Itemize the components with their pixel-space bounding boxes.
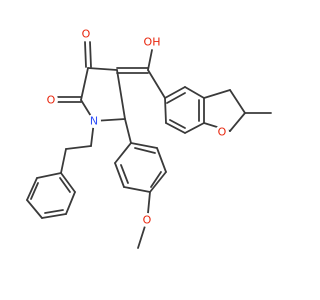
bond [114,142,132,164]
bond [156,147,167,173]
lactam-oxygen-label: O [47,94,56,107]
bond [41,213,67,219]
methoxy-oxygen: O [140,213,154,227]
ring-nitrogen: N [87,114,101,128]
bond [60,148,67,174]
hydroxyl-group: OH [142,36,162,49]
bond [147,191,151,214]
furan-oxygen-label: O [218,126,227,139]
bond [84,41,87,68]
molecule-diagram: O O N OH O O [26,27,272,249]
bond [149,171,167,193]
ketone-oxygen-label: O [82,28,91,41]
bond [165,122,186,134]
bond [124,118,132,144]
bond [59,177,71,193]
ring-nitrogen-label: N [90,115,98,128]
bond [184,122,205,134]
bond [80,67,89,101]
bond [184,86,205,99]
bond [137,225,146,249]
bond [147,49,153,71]
bond [26,177,38,201]
bond [123,186,151,193]
bond [87,67,118,71]
furan-oxygen: O [215,125,229,139]
bond [36,172,62,179]
bond [164,97,167,124]
lactam-oxygen: O [44,93,58,107]
bond [130,142,158,149]
bond [89,41,92,68]
bond [147,69,166,99]
bond [30,182,39,200]
bond [134,147,156,154]
bond [164,86,186,99]
bond [60,172,76,193]
bond [26,199,43,219]
bond [150,171,162,188]
bond [229,112,246,132]
bond [166,92,186,104]
hydroxyl-label: OH [144,36,161,49]
ketone-oxygen: O [79,27,93,41]
bond [229,89,246,114]
bond [169,119,186,129]
bond [65,145,92,150]
bond [65,191,76,215]
bond [120,164,129,184]
bond-layer [26,41,272,249]
bond [116,69,126,120]
methoxy-oxygen-label: O [143,214,152,227]
atom-layer: O O N OH O O [44,27,229,227]
bond [44,209,64,214]
bond [114,162,125,188]
bond [203,89,231,99]
